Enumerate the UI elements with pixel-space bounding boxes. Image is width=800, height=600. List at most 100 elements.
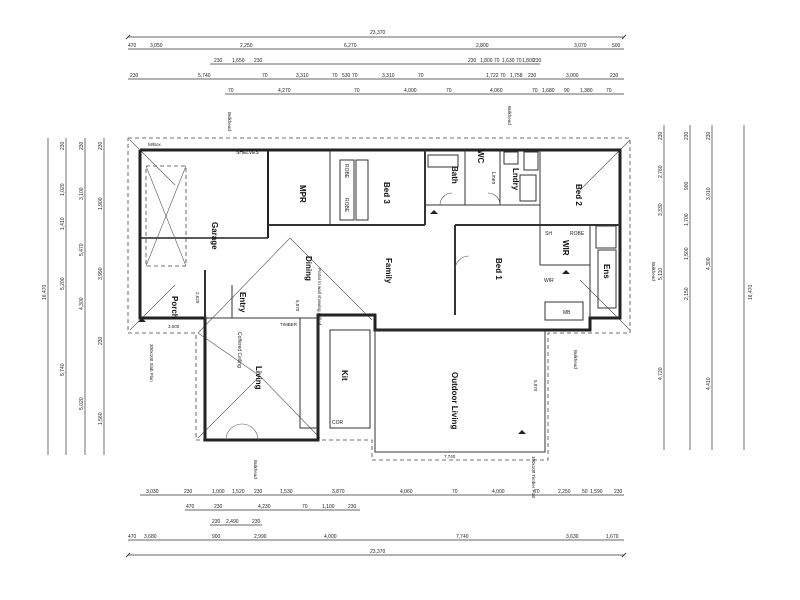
dim-top-r2-1: 1,650	[232, 58, 245, 64]
room-shelves: SHELVES	[236, 150, 259, 156]
annotation-bulkhead-right: Bulkhead	[651, 262, 656, 281]
dim-bot-r4-6: 3,630	[566, 534, 579, 540]
dim-bot-r4-1: 3,680	[144, 534, 157, 540]
dim-top-r4-5: 4,060	[490, 88, 503, 94]
dim-bot-r4-4: 4,000	[324, 534, 337, 540]
door-swings	[225, 151, 539, 441]
dim-left-a-0: 230	[60, 141, 66, 150]
dim-top-r3-1: 5,740	[198, 73, 211, 79]
dim-right-a-3: 5,110	[658, 268, 664, 280]
dim-top-r4-1: 4,270	[278, 88, 291, 94]
dim-bot-r2-5: 230	[348, 504, 357, 510]
room-kit: Kit	[340, 370, 349, 381]
room-timber: TIMBER	[280, 322, 298, 327]
room-living: Living	[254, 366, 263, 390]
dim-bot-r1-14: 230	[614, 489, 623, 495]
dim-top-r1-0: 470	[128, 43, 137, 49]
room-robe-side: ROBE	[343, 198, 349, 213]
dim-left-overall: 16,470	[42, 284, 48, 300]
dim-right-b-3: 1,500	[684, 247, 690, 260]
dim-bot-r2-3: 70	[302, 504, 308, 510]
dim-right-a-0: 230	[658, 131, 664, 140]
bottom-dimensions: 3,030 230 1,000 1,520 230 1,530 3,870 4,…	[125, 489, 627, 558]
dim-top-r2-8: 1,800	[522, 58, 535, 64]
dim-right-overall: 16,470	[748, 284, 754, 300]
room-mpr: MPR	[298, 185, 307, 203]
dim-top-r4-8: 90	[564, 88, 570, 94]
room-outdoor-living: Outdoor Living	[450, 372, 459, 429]
dim-right-c-2: 4,300	[706, 257, 712, 270]
room-bed2: Bed 2	[574, 184, 583, 206]
dim-bot-r1-7: 4,060	[400, 489, 413, 495]
dim-bot-r2-4: 1,100	[322, 504, 335, 510]
dim-top-r2-6: 1,630	[502, 58, 515, 64]
right-dimensions: 16,470 230 2,760 3,330 5,110 4,720 230 9…	[658, 125, 754, 450]
dim-top-r3-10: 70	[500, 73, 506, 79]
dim-top-r1-2: 2,250	[240, 43, 253, 49]
dim-top-r3-7: 3,310	[382, 73, 395, 79]
internal-walls	[140, 150, 620, 453]
dim-bot-r1-6: 3,870	[332, 489, 345, 495]
room-sh: SH	[545, 231, 552, 237]
dim-top-r3-8: 70	[418, 73, 424, 79]
dim-top-r2-9: 230	[533, 58, 542, 64]
dim-bot-r3-0: 230	[212, 519, 221, 525]
dim-left-b-2: 5,470	[79, 243, 85, 256]
dim-top-r2-5: 70	[494, 58, 500, 64]
dim-top-r3-6: 70	[352, 73, 358, 79]
annotation-bulkhead-lower: Bulkhead	[573, 350, 578, 369]
dim-bot-r1-1: 230	[184, 489, 193, 495]
dim-top-r1-3: 6,270	[344, 43, 357, 49]
room-bed1: Bed 1	[494, 258, 503, 280]
top-dimensions: 23,370 470 3,050 2,250 6,270 2,800 3,070…	[125, 30, 627, 95]
left-dimensions: 16,470 230 1,020 1,410 5,200 5,740 230 3…	[42, 138, 105, 455]
room-dining: Dining	[304, 256, 313, 281]
dim-left-a-3: 5,200	[60, 277, 66, 290]
annotation-bulkhead-bottom: Bulkhead	[253, 460, 258, 479]
dim-left-a-4: 5,740	[60, 363, 66, 376]
dim-top-r2-7: 70	[516, 58, 522, 64]
room-porch: Porch	[170, 296, 179, 319]
internal-dimensions: 7,740 5,870 3,000 2,620 5,870	[168, 292, 538, 459]
dim-top-r3-12: 230	[528, 73, 537, 79]
dim-top-overall: 23,370	[370, 30, 386, 36]
room-family: Family	[384, 258, 393, 284]
room-cor: COR	[332, 420, 344, 426]
dim-top-r3-2: 70	[262, 73, 268, 79]
room-bath: Bath	[450, 166, 459, 184]
dim-dining-height: 5,870	[295, 300, 300, 312]
dim-top-r3-13: 3,000	[566, 73, 579, 79]
dim-top-r4-6: 70	[532, 88, 538, 94]
dim-top-r4-3: 4,000	[404, 88, 417, 94]
room-wir: WIR	[561, 240, 570, 256]
dim-right-a-1: 2,760	[658, 165, 664, 178]
dim-bot-r1-9: 4,000	[492, 489, 505, 495]
dim-top-r4-2: 70	[354, 88, 360, 94]
dim-left-c-2: 3,990	[98, 267, 104, 280]
dim-top-r1-6: 500	[612, 43, 621, 49]
annotation-meter-box: M/Box	[148, 142, 162, 147]
dim-bot-r4-2: 900	[212, 534, 221, 540]
dim-right-a-4: 4,720	[658, 367, 664, 380]
room-ens: Ens	[602, 264, 611, 279]
annotations: M/Box Bulkhead Bulkhead Bulkhead Bulkhea…	[148, 106, 656, 499]
roof-outline	[127, 137, 631, 461]
dim-right-c-3: 4,410	[706, 377, 712, 390]
dim-top-r4-4: 70	[446, 88, 452, 94]
dim-left-c-1: 1,900	[98, 197, 104, 210]
dim-top-r3-4: 70	[332, 73, 338, 79]
room-entry: Entry	[238, 292, 247, 313]
dim-left-b-4: 5,020	[79, 397, 85, 410]
dim-bot-r1-0: 3,030	[146, 489, 159, 495]
dim-right-b-0: 230	[684, 131, 690, 140]
dim-left-a-2: 1,410	[60, 217, 66, 230]
dim-bot-r1-3: 1,520	[232, 489, 245, 495]
dim-bot-r3-1: 2,490	[226, 519, 239, 525]
dim-top-r3-3: 3,310	[296, 73, 309, 79]
dim-right-c-0: 230	[706, 131, 712, 140]
dim-top-r3-9: 1,722	[486, 73, 499, 79]
dim-bot-r1-5: 1,530	[280, 489, 293, 495]
dim-bot-r1-13: 1,590	[590, 489, 603, 495]
dim-right-b-2: 1,700	[684, 213, 690, 226]
